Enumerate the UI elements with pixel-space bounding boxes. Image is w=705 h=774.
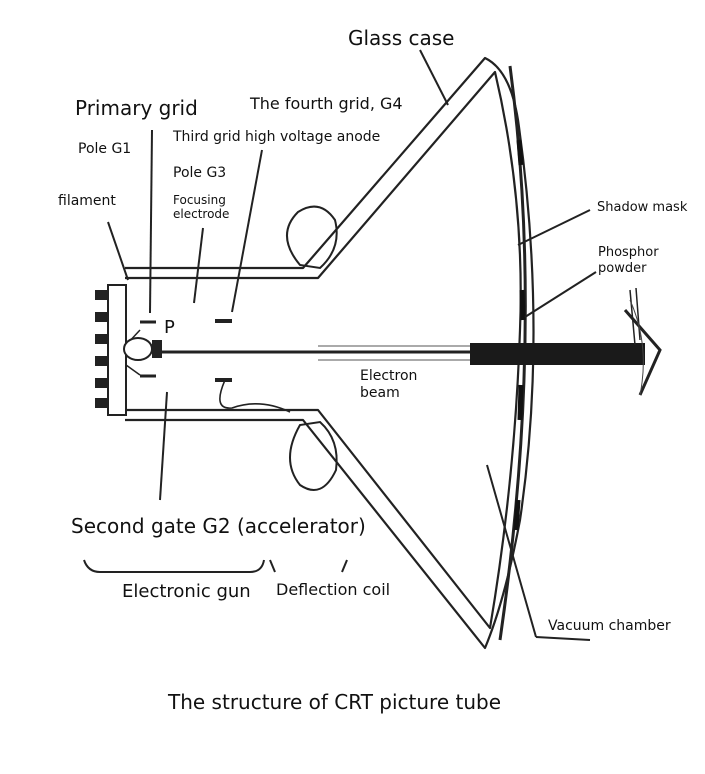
label-electronic-gun: Electronic gun	[122, 581, 251, 602]
label-pole-g3: Pole G3	[173, 165, 227, 181]
label-glass-case: Glass case	[348, 26, 455, 50]
label-second-gate: Second gate G2 (accelerator)	[71, 514, 366, 538]
label-focusing-line2: electrode	[173, 207, 230, 222]
label-fourth-grid: The fourth grid, G4	[250, 94, 403, 113]
label-shadow-mask: Shadow mask	[597, 200, 688, 215]
label-phosphor-powder: Phosphor powder	[598, 245, 659, 276]
diagram-caption: The structure of CRT picture tube	[168, 690, 502, 714]
deflection-coil-lower	[289, 420, 338, 491]
label-pole-g1: Pole G1	[78, 141, 132, 157]
label-electron-line1: Electron	[360, 368, 418, 384]
cathode-block	[152, 340, 162, 358]
label-electron-line2: beam	[360, 384, 400, 401]
label-primary-grid: Primary grid	[75, 96, 198, 120]
filament-element	[123, 337, 153, 361]
grid-g3-plates	[215, 319, 232, 382]
g3-wire	[219, 379, 291, 413]
label-third-grid: Third grid high voltage anode	[173, 129, 381, 145]
label-filament: filament	[58, 193, 116, 209]
grid-g1-plates	[140, 320, 156, 378]
label-focusing-electrode: Focusing electrode	[173, 193, 229, 222]
electron-beam	[160, 287, 662, 396]
label-focusing-line1: Focusing	[173, 193, 226, 207]
deflection-coil-upper	[286, 205, 338, 270]
shadow-mask	[513, 139, 526, 531]
label-phosphor-line2: powder	[598, 260, 647, 276]
label-phosphor-line1: Phosphor	[598, 245, 659, 260]
label-p-marker: P	[164, 317, 175, 338]
label-vacuum-chamber: Vacuum chamber	[548, 618, 671, 634]
label-electron-beam: Electron beam	[360, 368, 417, 402]
label-deflection-coil: Deflection coil	[276, 580, 391, 599]
leader-lines	[83, 49, 597, 641]
